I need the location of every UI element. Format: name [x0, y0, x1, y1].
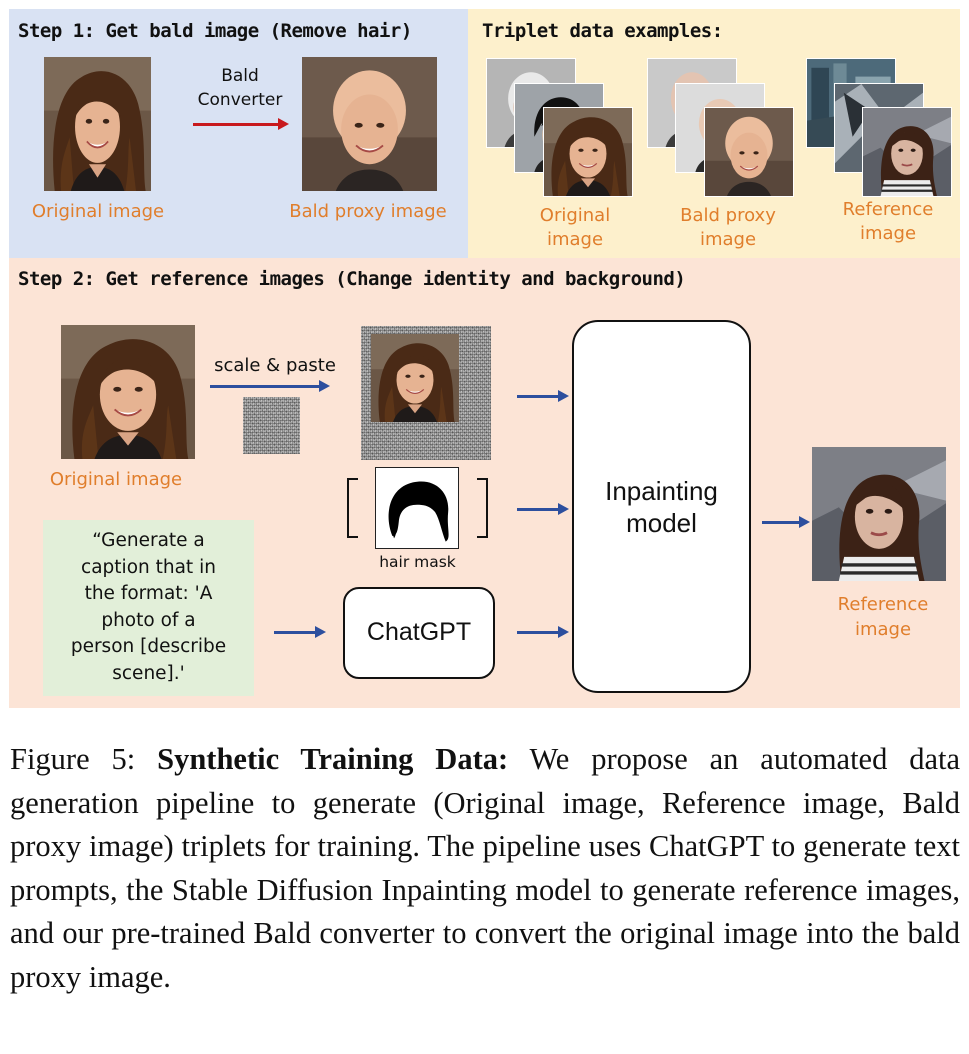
- triplet-reference-front: [862, 107, 952, 197]
- inpainting-to-reference-arrow: [762, 516, 810, 528]
- step1-bald-label: Bald proxy image: [289, 201, 447, 222]
- triplet-original-label-line1: Original: [539, 205, 611, 226]
- triplet-bald-front: [704, 107, 794, 197]
- prompt-line-3: the format: 'A: [84, 583, 213, 604]
- prompt-text: “Generate a caption that in the format: …: [46, 528, 251, 687]
- prompt-line-1: “Generate a: [92, 530, 205, 551]
- caption-text: We propose an automated data generation …: [10, 742, 961, 994]
- prompt-line-5: person [describe: [70, 636, 227, 657]
- inpainting-label-line1: Inpainting: [605, 476, 718, 506]
- original-image: [44, 57, 151, 191]
- inpainting-label-line2: model: [626, 508, 697, 538]
- mask-to-inpainting-arrow: [517, 503, 569, 515]
- triplet-original-label-line2: image: [546, 229, 604, 250]
- noise-to-inpainting-arrow: [517, 390, 569, 402]
- chatgpt-to-inpainting-arrow: [517, 626, 569, 638]
- step2-reference-image: [812, 447, 946, 581]
- step2-reference-label-line2: image: [854, 619, 912, 640]
- scale-paste-label: scale & paste: [214, 355, 336, 376]
- bald-proxy-image: [302, 57, 437, 191]
- prompt-line-2: caption that in: [81, 556, 216, 578]
- hair-mask-image: [375, 467, 459, 549]
- hair-mask-bracket-left: [347, 478, 358, 538]
- triplet-original-front: [543, 107, 633, 197]
- triplet-bald-label-line1: Bald proxy: [680, 205, 776, 226]
- caption-bold: Synthetic Training Data:: [157, 742, 509, 776]
- inpainting-model-box: [572, 320, 751, 693]
- step1-title: Step 1: Get bald image (Remove hair): [18, 20, 412, 42]
- bald-converter-arrow: [193, 118, 289, 130]
- prompt-box: [43, 520, 254, 696]
- figure-caption: Figure 5: Synthetic Training Data: We pr…: [10, 738, 960, 999]
- step2-title: Step 2: Get reference images (Change ide…: [18, 268, 686, 290]
- prompt-line-6: scene].': [112, 662, 185, 684]
- chatgpt-box: [343, 587, 495, 679]
- scale-paste-arrow: [210, 380, 330, 392]
- step2-original-image: [61, 325, 195, 459]
- triplet-reference-label-line1: Reference: [842, 199, 934, 220]
- noise-square: [243, 397, 300, 454]
- bald-converter-label-line2: Converter: [197, 90, 283, 110]
- triplet-title: Triplet data examples:: [482, 20, 723, 42]
- pasted-face: [371, 334, 459, 422]
- step2-original-label: Original image: [49, 469, 183, 490]
- hair-mask-label: hair mask: [379, 553, 456, 571]
- step2-reference-label-line1: Reference: [837, 594, 929, 615]
- chatgpt-label: ChatGPT: [366, 618, 472, 646]
- step1-original-label: Original image: [31, 201, 165, 222]
- prompt-to-chatgpt-arrow: [274, 626, 326, 638]
- hair-mask-bracket-right: [477, 478, 488, 538]
- prompt-line-4: photo of a: [101, 609, 196, 631]
- bald-converter-label-line1: Bald: [221, 66, 259, 86]
- triplet-reference-label-line2: image: [859, 223, 917, 244]
- triplet-bald-label-line2: image: [699, 229, 757, 250]
- caption-prefix: Figure 5:: [10, 742, 158, 776]
